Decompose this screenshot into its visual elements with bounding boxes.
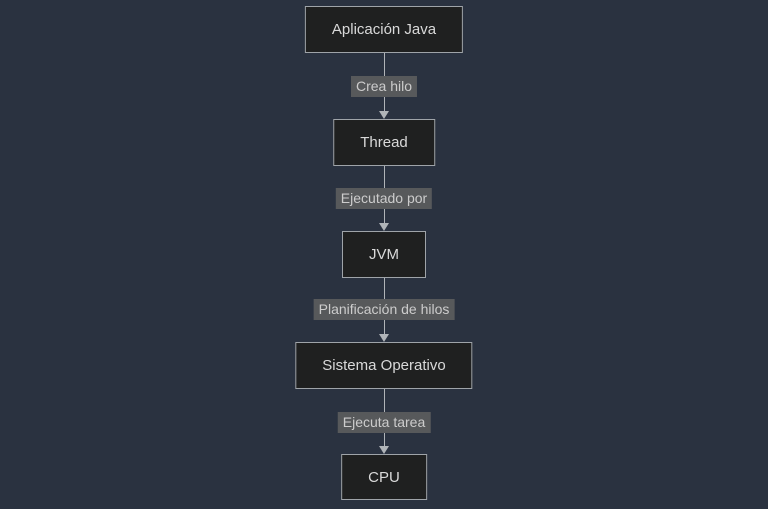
arrowhead-icon [379,223,389,231]
edge-label-planificacion-de-hilos: Planificación de hilos [313,299,455,320]
node-label: Sistema Operativo [322,357,446,374]
node-sistema-operativo: Sistema Operativo [295,342,473,389]
node-jvm: JVM [342,231,426,278]
node-cpu: CPU [341,454,427,500]
arrowhead-icon [379,334,389,342]
node-aplicacion-java: Aplicación Java [304,6,464,53]
node-label: Aplicación Java [331,21,437,38]
edge-label-crea-hilo: Crea hilo [350,76,418,97]
node-label: Thread [360,134,408,151]
arrowhead-icon [379,446,389,454]
edge-label-ejecutado-por: Ejecutado por [335,188,433,209]
arrowhead-icon [379,111,389,119]
node-label: CPU [368,468,400,486]
edge-label-ejecuta-tarea: Ejecuta tarea [337,412,431,433]
node-thread: Thread [333,119,435,166]
node-label: JVM [369,246,399,263]
